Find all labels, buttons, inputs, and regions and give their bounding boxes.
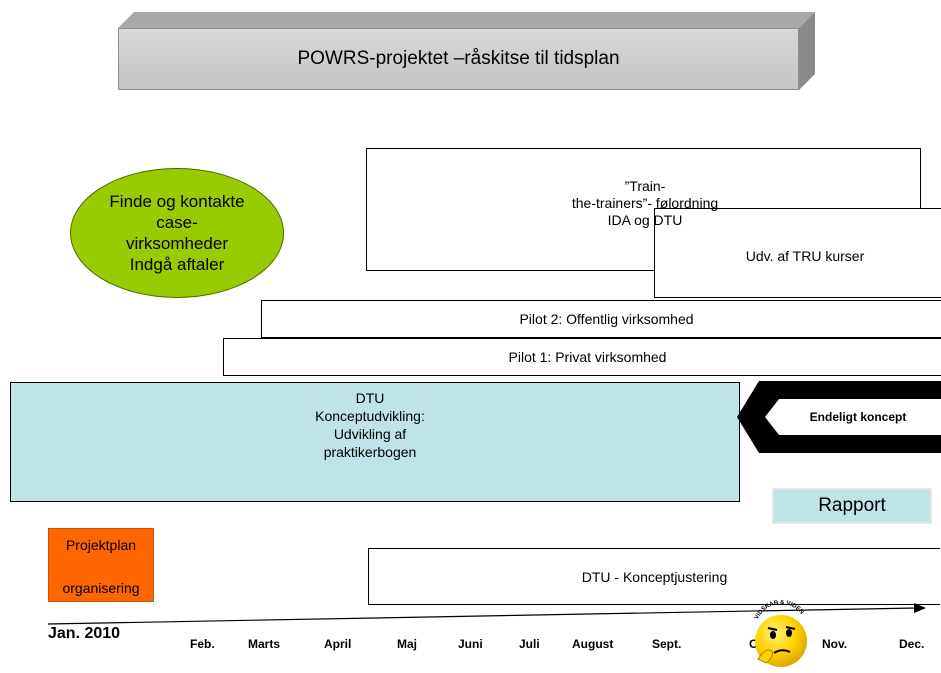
timeline-start-label: Jan. 2010 — [48, 625, 121, 642]
month-label: Dec. — [899, 637, 925, 651]
projektplan-label: Projektplan — [65, 537, 137, 553]
timeline-arrow — [47, 603, 926, 625]
timeline-arrow-line — [47, 607, 917, 625]
final-concept-label: Endeligt koncept — [809, 410, 907, 424]
ellipse-line: virksomheder — [125, 234, 229, 253]
dtu-line: Udvikling af — [333, 426, 407, 442]
concept-adjustment-bar: DTU - Konceptjustering — [368, 548, 940, 605]
dtu-line: DTU — [355, 390, 385, 406]
projektplan-box: Projektplan organisering — [48, 528, 154, 602]
pilot-1-bar: Pilot 1: Privat virksomhed — [223, 338, 941, 376]
month-label: Sept. — [652, 637, 682, 651]
month-label: April — [324, 637, 352, 651]
ellipse-line: case- — [156, 213, 198, 232]
concept-adjustment-label: DTU - Konceptjustering — [581, 568, 728, 585]
month-label: Nov. — [822, 637, 848, 651]
dtu-line: Konceptudvikling: — [315, 408, 425, 424]
dtu-concept-development-label: DTU Konceptudvikling: Udvikling af prakt… — [230, 389, 510, 461]
month-label: Marts — [248, 637, 281, 651]
month-label: Juni — [458, 637, 483, 651]
tru-courses-box — [654, 208, 941, 298]
organisering-label: organisering — [62, 580, 140, 596]
final-concept-inner: Endeligt koncept — [765, 399, 941, 435]
pilot-2-label: Pilot 2: Offentlig virksomhed — [519, 311, 694, 327]
month-label: Feb. — [190, 637, 215, 651]
timeline-arrow-head — [914, 603, 926, 613]
title-banner-side-bevel — [799, 12, 815, 90]
ellipse-line: Finde og kontakte — [109, 192, 245, 211]
train-the-trainers-label: ”Train- the-trainers”- følordning IDA og… — [571, 178, 719, 228]
rapport-label: Rapport — [818, 495, 886, 516]
page-title: POWRS-projektet –råskitse til tidsplan — [297, 48, 620, 69]
month-label: Maj — [397, 637, 418, 651]
pilot-1-label: Pilot 1: Privat virksomhed — [508, 349, 667, 365]
thinking-smiley-icon: VIDSKAB & VIDEN — [754, 600, 807, 667]
dtu-line: praktikerbogen — [323, 444, 417, 460]
month-label: August — [572, 637, 614, 651]
dtu-concept-development-box — [10, 382, 740, 502]
title-banner-top-bevel — [118, 12, 815, 28]
rapport-box: Rapport — [772, 488, 932, 524]
tru-courses-label: Udv. af TRU kurser — [745, 248, 865, 264]
title-banner: POWRS-projektet –råskitse til tidsplan — [118, 28, 799, 90]
pilot-2-bar: Pilot 2: Offentlig virksomhed — [261, 300, 941, 338]
find-cases-ellipse: Finde og kontakte case- virksomheder Ind… — [70, 168, 284, 298]
ellipse-line: Indgå aftaler — [129, 255, 225, 274]
month-label: Juli — [519, 637, 540, 651]
